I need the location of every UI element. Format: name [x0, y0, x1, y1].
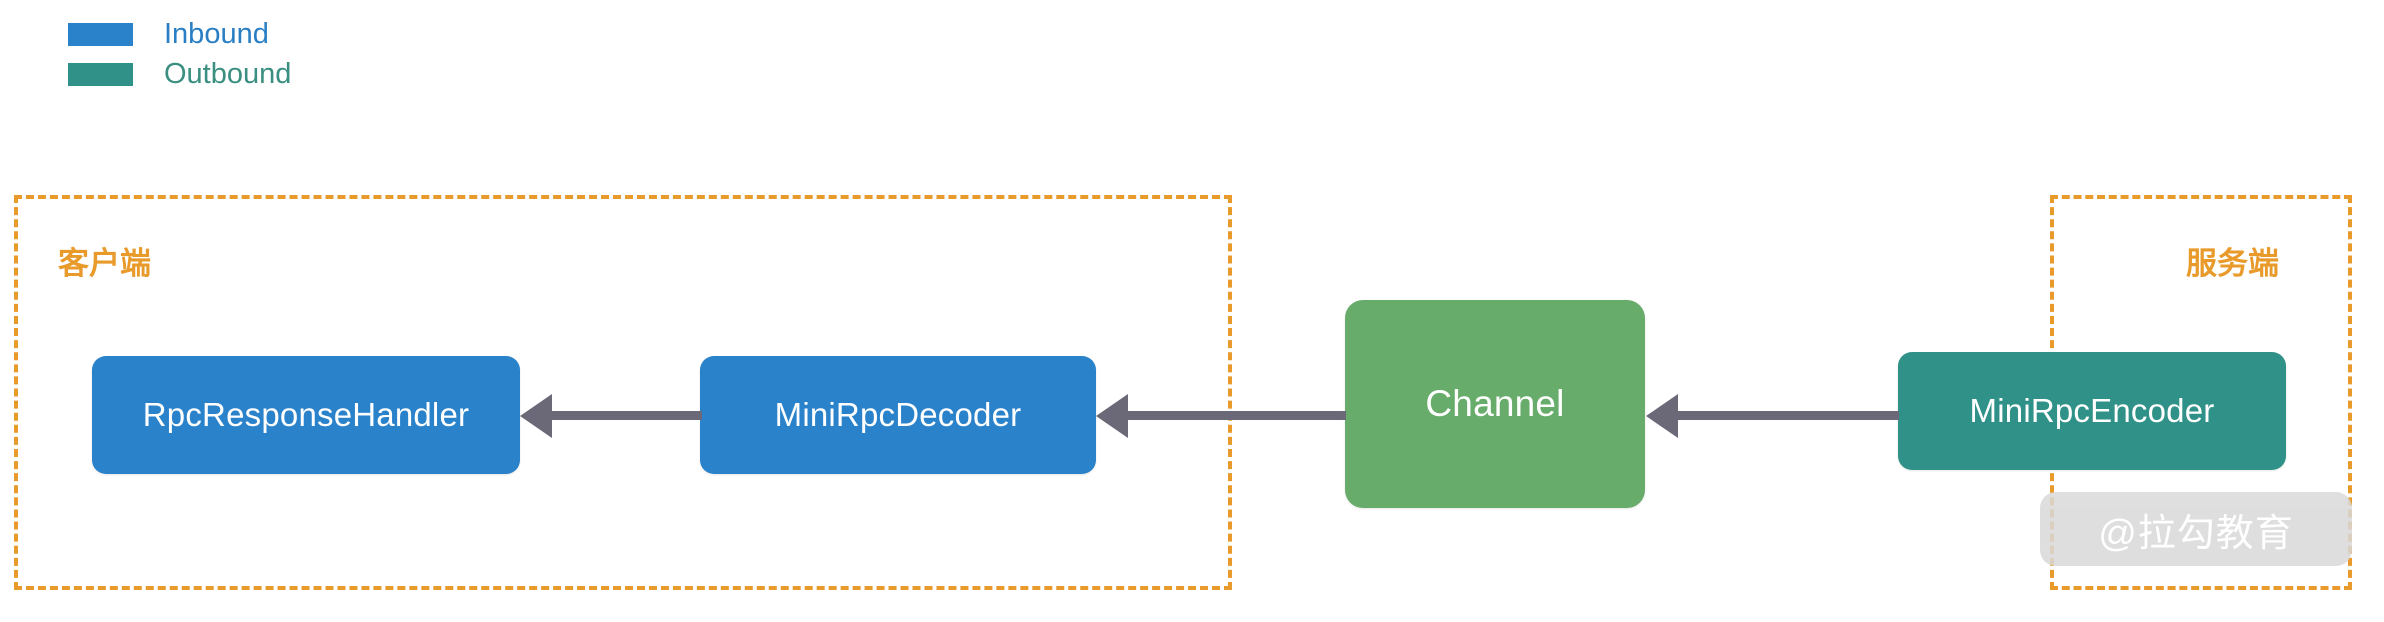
node-label-channel: Channel — [1425, 383, 1565, 424]
node-label-mini-rpc-encoder: MiniRpcEncoder — [1969, 392, 2215, 429]
node-mini-rpc-encoder[interactable]: MiniRpcEncoder — [1898, 352, 2286, 470]
legend-swatch-inbound — [68, 23, 133, 46]
legend-label-outbound: Outbound — [164, 58, 292, 90]
watermark-text: @拉勾教育 — [2098, 512, 2294, 555]
arrow-channel-to-decoder — [1096, 393, 1346, 438]
legend-item-inbound: Inbound — [68, 20, 269, 49]
node-label-mini-rpc-decoder: MiniRpcDecoder — [774, 396, 1022, 433]
node-mini-rpc-decoder[interactable]: MiniRpcDecoder — [700, 356, 1096, 474]
node-label-rpc-response-handler: RpcResponseHandler — [142, 396, 470, 433]
watermark: @拉勾教育 — [2040, 492, 2352, 566]
arrow-shaft — [1672, 411, 1899, 420]
arrow-shaft — [1122, 411, 1346, 420]
arrow-shaft — [546, 411, 702, 420]
legend-item-outbound: Outbound — [68, 60, 291, 89]
arrow-decoder-to-response-handler — [520, 393, 702, 438]
zone-label-client: 客户端 — [58, 246, 151, 281]
legend-swatch-outbound — [68, 63, 133, 86]
zone-client — [14, 195, 1232, 590]
legend-label-inbound: Inbound — [164, 18, 269, 50]
node-rpc-response-handler[interactable]: RpcResponseHandler — [92, 356, 520, 474]
arrow-encoder-to-channel — [1646, 393, 1899, 438]
node-channel[interactable]: Channel — [1345, 300, 1645, 508]
zone-label-server: 服务端 — [2186, 246, 2279, 281]
